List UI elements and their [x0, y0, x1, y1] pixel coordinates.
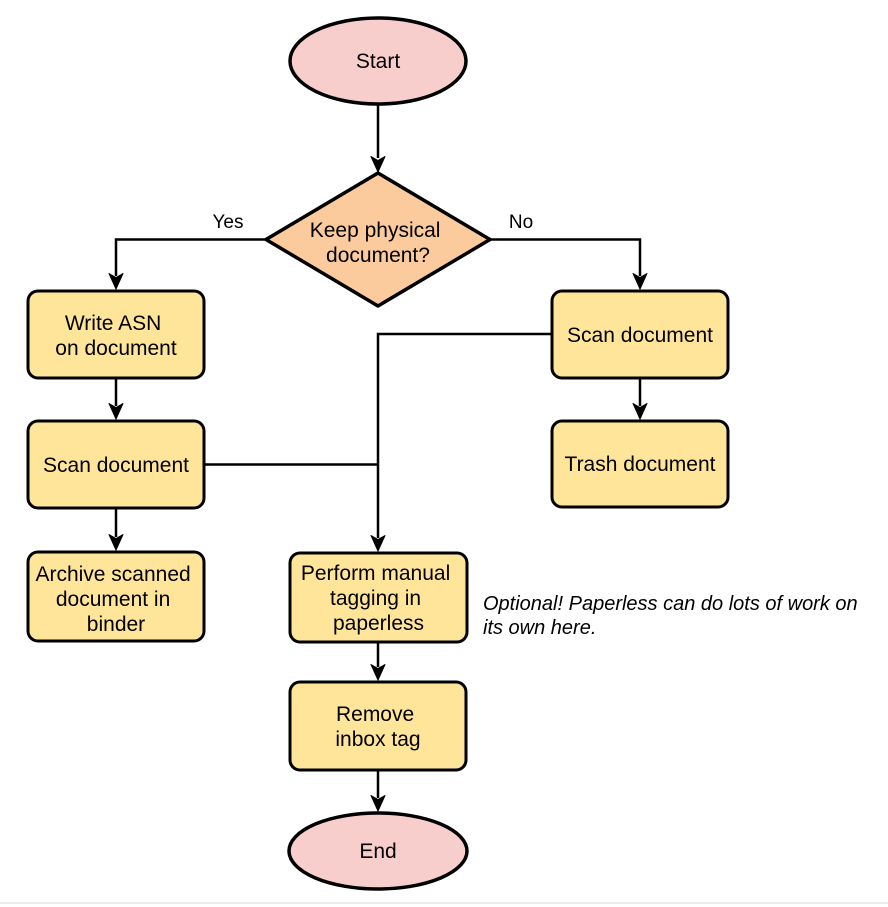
- node-start-label: Start: [356, 50, 401, 73]
- node-decision-keep-physical[interactable]: Keep physical document?: [264, 171, 492, 308]
- node-scan-left-label: Scan document: [43, 454, 189, 477]
- node-scan-document-left[interactable]: Scan document: [26, 419, 206, 510]
- node-manual-tagging[interactable]: Perform manual tagging in paperless: [288, 551, 469, 644]
- edge-label-no: No: [509, 212, 533, 233]
- edge-decision-yes: [108, 238, 266, 290]
- edge-writeasn-to-scan: [108, 378, 124, 420]
- node-archive-binder[interactable]: Archive scanned document in binder: [26, 550, 206, 643]
- node-decision-label: Keep physical document?: [310, 219, 447, 267]
- node-end[interactable]: End: [287, 811, 469, 891]
- edge-scanright-to-tagging: [370, 332, 552, 552]
- arrowhead-icon: [370, 664, 386, 681]
- node-remove-inbox-tag[interactable]: Remove inbox tag: [288, 680, 468, 772]
- arrowhead-icon: [108, 403, 124, 420]
- node-end-label: End: [359, 840, 396, 863]
- edge-scanleft-to-archive: [108, 508, 124, 551]
- arrowhead-icon: [370, 535, 386, 552]
- arrowhead-icon: [108, 534, 124, 551]
- node-archive-label: Archive scanned document in binder: [35, 563, 196, 636]
- edge-remove-to-end: [370, 770, 386, 812]
- arrowhead-icon: [370, 795, 386, 812]
- edge-decision-no: [490, 238, 648, 290]
- node-remove-label: Remove inbox tag: [335, 703, 420, 751]
- node-start[interactable]: Start: [288, 16, 468, 106]
- edge-start-to-decision: [370, 104, 386, 173]
- edge-scanright-to-trash: [632, 378, 648, 420]
- node-scan-right-label: Scan document: [567, 324, 713, 347]
- note-optional: Optional! Paperless can do lots of work …: [483, 593, 863, 639]
- arrowhead-icon: [632, 403, 648, 420]
- node-trash-document[interactable]: Trash document: [550, 419, 730, 509]
- node-trash-label: Trash document: [565, 453, 716, 476]
- arrowhead-icon: [108, 273, 124, 290]
- node-scan-document-right[interactable]: Scan document: [550, 289, 730, 380]
- node-tagging-label: Perform manual tagging in paperless: [301, 562, 456, 635]
- edge-tagging-to-remove: [370, 642, 386, 681]
- arrowhead-icon: [632, 273, 648, 290]
- arrowhead-icon: [370, 156, 386, 173]
- node-write-asn[interactable]: Write ASN on document: [26, 289, 206, 380]
- node-write-asn-label: Write ASN on document: [55, 312, 177, 360]
- edge-label-yes: Yes: [213, 212, 244, 233]
